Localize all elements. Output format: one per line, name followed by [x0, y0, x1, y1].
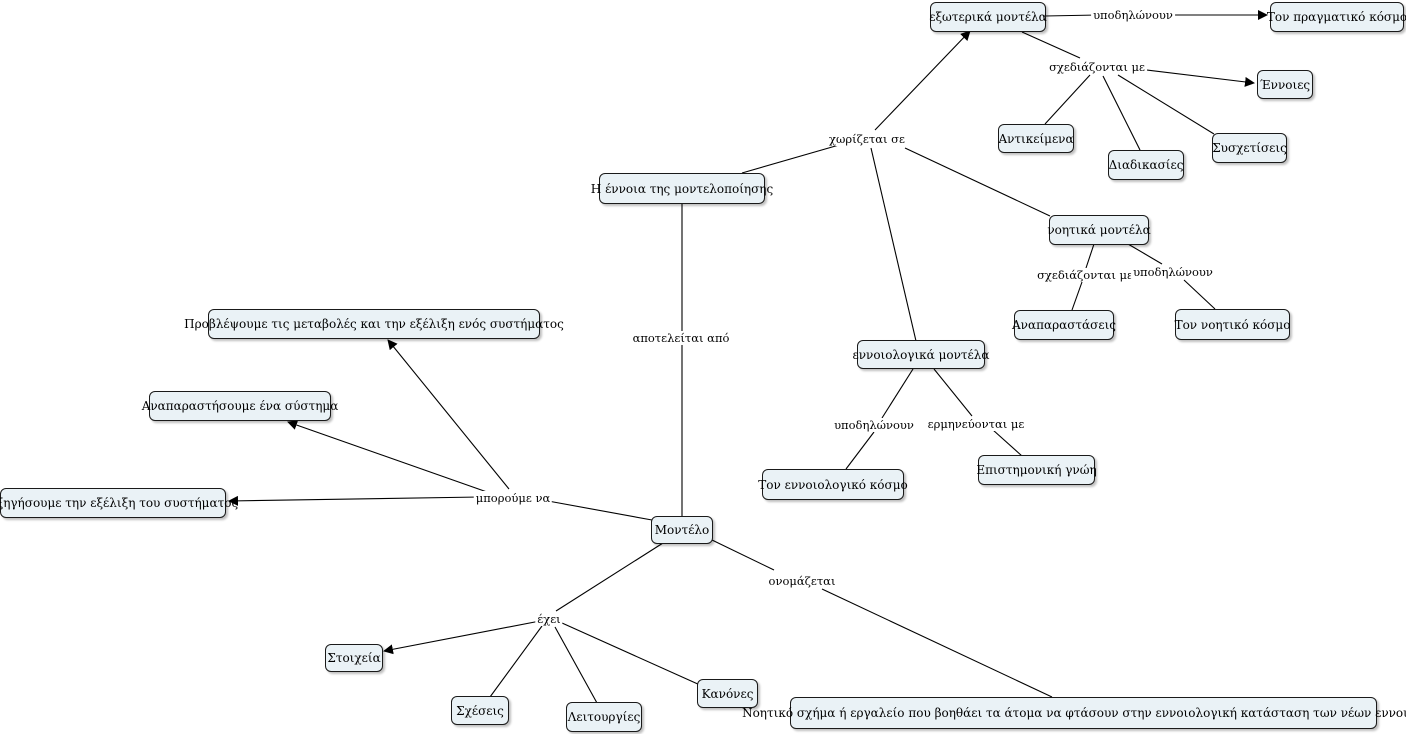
connector-line [489, 625, 543, 698]
connector-line [881, 368, 914, 419]
concept-sxeseis[interactable]: Σχέσεις [451, 696, 509, 725]
connector-line [554, 626, 598, 704]
concept-exoterika-montela[interactable]: εξωτερικά μοντέλα [929, 2, 1047, 32]
concept-leitourgies[interactable]: Λειτουργίες [566, 702, 642, 732]
connector-line [741, 142, 847, 174]
link-apoteleitai-apo: αποτελείται από [630, 331, 732, 345]
concept-anaparastaseis[interactable]: Αναπαραστάσεις [1012, 310, 1116, 340]
link-sxediazontai-me-noitika: σχεδιάζονται με [1035, 268, 1135, 282]
connector-line [387, 339, 510, 490]
connector-line [555, 542, 664, 612]
connector-line [1044, 74, 1091, 125]
connector-line [1102, 75, 1141, 151]
link-ypodilonoun-ennoiologika: υποδηλώνουν [832, 418, 916, 432]
link-sxediazontai-me-exoterika: σχεδιάζονται με [1047, 60, 1147, 74]
concept-ennoia-montelopoiisis[interactable]: Η έννοια της μοντελοποίησης [591, 173, 773, 204]
link-exei: έχει [535, 612, 563, 626]
connector-line [1044, 14, 1099, 17]
concept-noitiko-sxima[interactable]: Νοητικό σχήμα ή εργαλείο που βοηθάει τα … [742, 697, 1406, 729]
connector-line [383, 620, 541, 655]
concept-antikeimena[interactable]: Αντικείμενα [998, 124, 1074, 153]
concept-sysxetiseis[interactable]: Συσχετίσεις [1212, 133, 1287, 163]
concept-anaparastisoume[interactable]: Αναπαραστήσουμε ένα σύστημα [142, 391, 338, 421]
concept-ennoiologiko-kosmo[interactable]: Τον εννοιολογικό κόσμο [758, 469, 908, 500]
connector-line [1183, 279, 1216, 310]
concept-diadikasies[interactable]: Διαδικασίες [1108, 150, 1184, 180]
connector-line [904, 147, 1051, 217]
connector-line [287, 420, 488, 493]
connector-line [1021, 31, 1081, 59]
connector-line [1117, 74, 1215, 135]
concept-noitiko-kosmo[interactable]: Τον νοητικό κόσμο [1175, 309, 1290, 340]
connector-line [1071, 281, 1083, 311]
connector-line [874, 30, 971, 131]
concept-ennoiologika-montela[interactable]: εννοιολογικά μοντέλα [853, 340, 989, 369]
link-ypodilonoun-exoterika: υποδηλώνουν [1091, 8, 1175, 22]
concept-exigisoume[interactable]: Εξηγήσουμε την εξέλιξη του συστήματος [0, 488, 238, 518]
connector-line [933, 368, 973, 417]
concept-kanones[interactable]: Κανόνες [697, 679, 758, 708]
link-mporoume-na: μπορούμε να [473, 491, 553, 505]
concept-ennoies[interactable]: Έννοιες [1257, 70, 1313, 99]
connector-line [711, 539, 775, 571]
connector-line [1127, 243, 1163, 265]
concept-noitika-montela[interactable]: νοητικά μοντέλα [1047, 215, 1151, 245]
link-ermineyontai-me: ερμηνεύονται με [925, 417, 1027, 431]
connector-line [561, 622, 701, 686]
connector-line [228, 495, 481, 506]
link-xorizetai-se: χωρίζεται σε [827, 132, 907, 146]
connector-line [992, 429, 1023, 457]
link-onomazetai: ονομάζεται [766, 574, 838, 588]
link-ypodilonoun-noitika: υποδηλώνουν [1131, 265, 1215, 279]
connector-line [1085, 243, 1095, 269]
connector-line [845, 431, 875, 470]
concept-epistimoniki-gnosi[interactable]: Επιστημονική γνώη [976, 455, 1097, 485]
concept-provlepsoume[interactable]: Προβλέψουμε τις μεταβολές και την εξέλιξ… [184, 309, 564, 339]
connector-line [547, 500, 653, 521]
connector-line [870, 147, 917, 342]
concept-pragmatiko-kosmo[interactable]: Τον πραγματικό κόσμο [1267, 2, 1406, 32]
concept-montelo[interactable]: Μοντέλο [651, 516, 713, 544]
connector-line [821, 588, 1053, 698]
concept-stoixeia[interactable]: Στοιχεία [325, 644, 383, 672]
connector-line [1137, 68, 1255, 87]
